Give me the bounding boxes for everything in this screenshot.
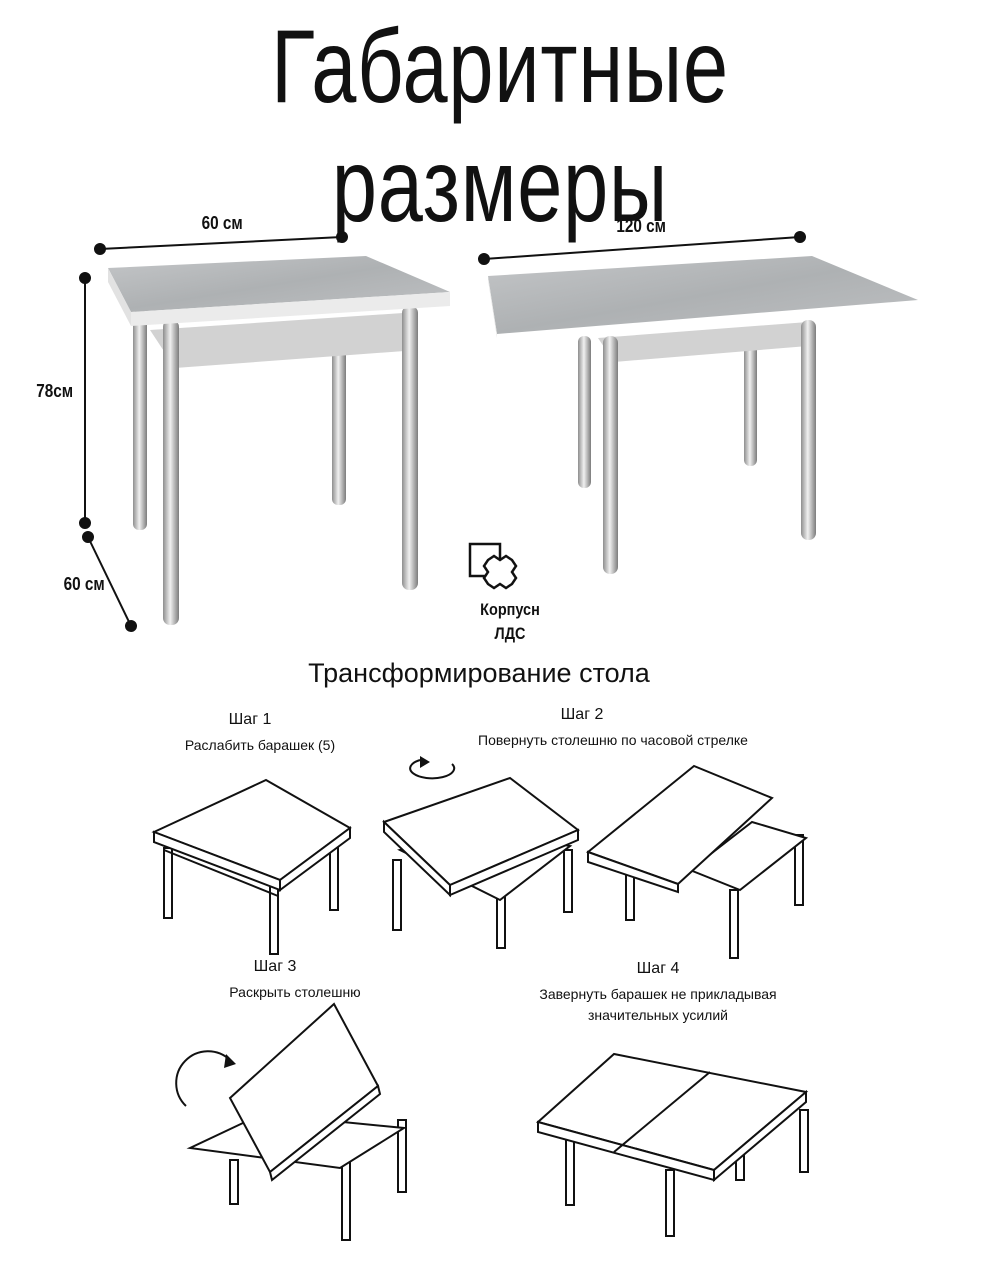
step4-text-line2: значительных усилий <box>588 1007 728 1023</box>
ldsp-panel-icon <box>468 542 518 590</box>
dimension-lines <box>79 231 806 632</box>
dimension-depth: 60 см <box>63 574 105 594</box>
dimension-width-large: 120 см <box>616 216 666 236</box>
material-badge-line2: ЛДС <box>494 624 526 643</box>
step1-label: Шаг 1 <box>228 711 272 728</box>
rotate-clockwise-icon-step2 <box>409 759 456 780</box>
step1-text: Раслабить барашек (5) <box>184 737 336 753</box>
step2-table <box>382 776 580 949</box>
step3-label: Шаг 3 <box>253 958 297 975</box>
page-title: Габаритные размеры <box>271 9 729 244</box>
step4-text-line1: Завернуть барашек не прикладывая <box>539 986 777 1002</box>
step-diagrams <box>151 764 809 1241</box>
table-small <box>108 256 450 625</box>
rotate-arrows <box>175 756 456 1107</box>
step4-label: Шаг 4 <box>636 960 680 977</box>
step3-text: Раскрыть столешню <box>229 984 361 1000</box>
rotate-clockwise-icon-step3 <box>175 1050 231 1107</box>
step2-text: Повернуть столешню по часовой стрелке <box>478 732 748 748</box>
table-large <box>488 256 918 574</box>
material-badge-line1: Корпусн <box>480 600 540 619</box>
step3-table <box>186 1002 408 1241</box>
step4-table <box>535 1052 809 1237</box>
dimension-height: 78см <box>36 381 74 401</box>
step1-table <box>151 778 352 955</box>
step2b-table <box>585 764 809 959</box>
section-title: Трансформирование стола <box>308 658 650 688</box>
material-badge: Корпусн ЛДС <box>476 598 544 646</box>
dimension-width-small: 60 см <box>201 213 243 233</box>
step2-label: Шаг 2 <box>560 706 604 723</box>
